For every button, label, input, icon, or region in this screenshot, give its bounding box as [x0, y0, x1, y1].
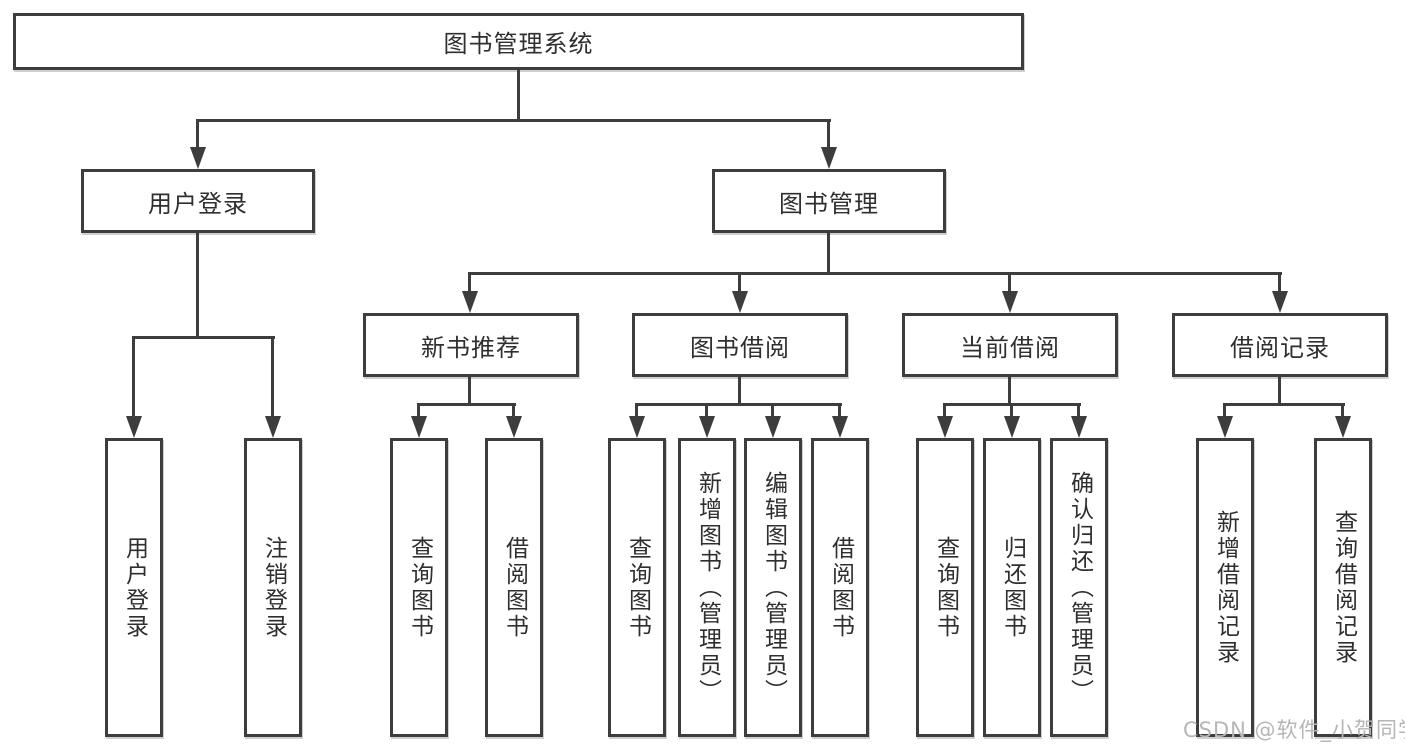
- leaf-edit-book-admin-label: 编辑图书（管理员）: [760, 470, 787, 705]
- leaf-add-borrow-record-label: 新增借阅记录: [1212, 509, 1239, 666]
- leaf-borrow-book-2: 借阅图书: [811, 438, 869, 737]
- leaf-add-book-admin-label: 新增图书（管理员）: [694, 470, 721, 705]
- csdn-watermark: CSDN @软件_小贺同学: [1183, 718, 1405, 742]
- arrow-shaft-leaf-5: [635, 403, 638, 420]
- node-new-book-rec: 新书推荐: [363, 313, 579, 377]
- node-root-label: 图书管理系统: [443, 30, 594, 58]
- leaf-return-book-label: 归还图书: [999, 535, 1026, 640]
- leaf-query-book-2: 查询图书: [608, 438, 666, 737]
- arrow-shaft-new-book-rec: [468, 272, 471, 294]
- connector-book-mgmt-stub: [827, 233, 830, 274]
- arrow-shaft-book-mgmt: [827, 119, 830, 149]
- arrow-head-borrow-record: [1272, 291, 1288, 313]
- leaf-query-book-1-label: 查询图书: [406, 535, 433, 640]
- arrow-head-leaf-13: [1335, 416, 1351, 438]
- arrow-shaft-leaf-9: [943, 403, 946, 420]
- leaf-add-borrow-record: 新增借阅记录: [1196, 438, 1254, 737]
- connector-new-book-rec-hline: [418, 403, 516, 406]
- arrow-head-leaf-11: [1071, 416, 1087, 438]
- arrow-head-leaf-6: [699, 416, 715, 438]
- connector-borrow-record-hline: [1224, 403, 1345, 406]
- node-book-mgmt: 图书管理: [712, 169, 946, 233]
- node-book-borrow: 图书借阅: [632, 313, 848, 377]
- arrow-shaft-leaf-11: [1077, 403, 1080, 420]
- connector-current-borrow-stub: [1008, 377, 1011, 405]
- arrow-shaft-leaf-8: [838, 403, 841, 420]
- leaf-query-book-2-label: 查询图书: [624, 535, 651, 640]
- leaf-edit-book-admin: 编辑图书（管理员）: [744, 438, 802, 737]
- node-current-borrow-label: 当前借阅: [960, 333, 1060, 362]
- connector-new-book-rec-stub: [468, 377, 471, 405]
- leaf-query-book-1: 查询图书: [390, 438, 448, 737]
- node-book-borrow-label: 图书借阅: [690, 333, 790, 362]
- leaf-borrow-book-1-label: 借阅图书: [501, 535, 528, 640]
- arrow-head-leaf-3: [411, 416, 427, 438]
- node-borrow-record-label: 借阅记录: [1230, 333, 1330, 362]
- arrow-shaft-book-borrow: [738, 272, 741, 294]
- arrow-head-leaf-2: [265, 416, 281, 438]
- leaf-user-login-label: 用户登录: [121, 535, 148, 640]
- arrow-head-leaf-1: [126, 416, 142, 438]
- connector-book-borrow-stub: [738, 377, 741, 405]
- arrow-head-current-borrow: [1002, 291, 1018, 313]
- node-user-login: 用户登录: [81, 169, 315, 233]
- arrow-shaft-borrow-record: [1278, 272, 1281, 294]
- leaf-user-login: 用户登录: [105, 438, 163, 737]
- arrow-head-user-login: [190, 147, 206, 169]
- leaf-confirm-return-admin: 确认归还（管理员）: [1050, 438, 1108, 737]
- arrow-head-leaf-10: [1004, 416, 1020, 438]
- connector-root-stub: [517, 70, 520, 121]
- arrow-shaft-leaf-2: [271, 336, 274, 420]
- arrow-shaft-leaf-7: [771, 403, 774, 420]
- arrow-shaft-leaf-12: [1223, 403, 1226, 420]
- leaf-return-book: 归还图书: [983, 438, 1041, 737]
- arrow-head-leaf-4: [506, 416, 522, 438]
- connector-user-login-stub: [196, 233, 199, 338]
- connector-root-hline: [197, 119, 831, 122]
- node-user-login-label: 用户登录: [148, 189, 248, 218]
- arrow-head-leaf-12: [1217, 416, 1233, 438]
- connector-borrow-record-stub: [1278, 377, 1281, 405]
- node-borrow-record: 借阅记录: [1172, 313, 1388, 377]
- arrow-shaft-current-borrow: [1008, 272, 1011, 294]
- arrow-head-new-book-rec: [462, 291, 478, 313]
- leaf-query-book-3-label: 查询图书: [932, 535, 959, 640]
- leaf-query-book-3: 查询图书: [916, 438, 974, 737]
- arrow-shaft-user-login: [196, 119, 199, 149]
- leaf-borrow-book-1: 借阅图书: [485, 438, 543, 737]
- arrow-head-leaf-8: [832, 416, 848, 438]
- arrow-head-leaf-7: [765, 416, 781, 438]
- arrow-shaft-leaf-4: [512, 403, 515, 420]
- node-root: 图书管理系统: [13, 13, 1024, 70]
- leaf-query-borrow-record-label: 查询借阅记录: [1330, 509, 1357, 666]
- node-current-borrow: 当前借阅: [902, 313, 1118, 377]
- arrow-shaft-leaf-10: [1010, 403, 1013, 420]
- connector-book-borrow-hline: [636, 403, 842, 406]
- leaf-query-borrow-record: 查询借阅记录: [1314, 438, 1372, 737]
- arrow-head-leaf-5: [629, 416, 645, 438]
- connector-book-mgmt-hline: [469, 272, 1282, 275]
- leaf-logout-label: 注销登录: [260, 535, 287, 640]
- leaf-confirm-return-admin-label: 确认归还（管理员）: [1066, 470, 1093, 705]
- connector-user-login-hline: [132, 336, 275, 339]
- arrow-shaft-leaf-13: [1341, 403, 1344, 420]
- leaf-borrow-book-2-label: 借阅图书: [827, 535, 854, 640]
- arrow-head-book-mgmt: [821, 147, 837, 169]
- arrow-head-book-borrow: [732, 291, 748, 313]
- node-book-mgmt-label: 图书管理: [779, 189, 879, 218]
- arrow-head-leaf-9: [937, 416, 953, 438]
- arrow-shaft-leaf-3: [417, 403, 420, 420]
- node-new-book-rec-label: 新书推荐: [421, 333, 521, 362]
- leaf-logout: 注销登录: [244, 438, 302, 737]
- arrow-shaft-leaf-1: [132, 336, 135, 420]
- arrow-shaft-leaf-6: [705, 403, 708, 420]
- leaf-add-book-admin: 新增图书（管理员）: [678, 438, 736, 737]
